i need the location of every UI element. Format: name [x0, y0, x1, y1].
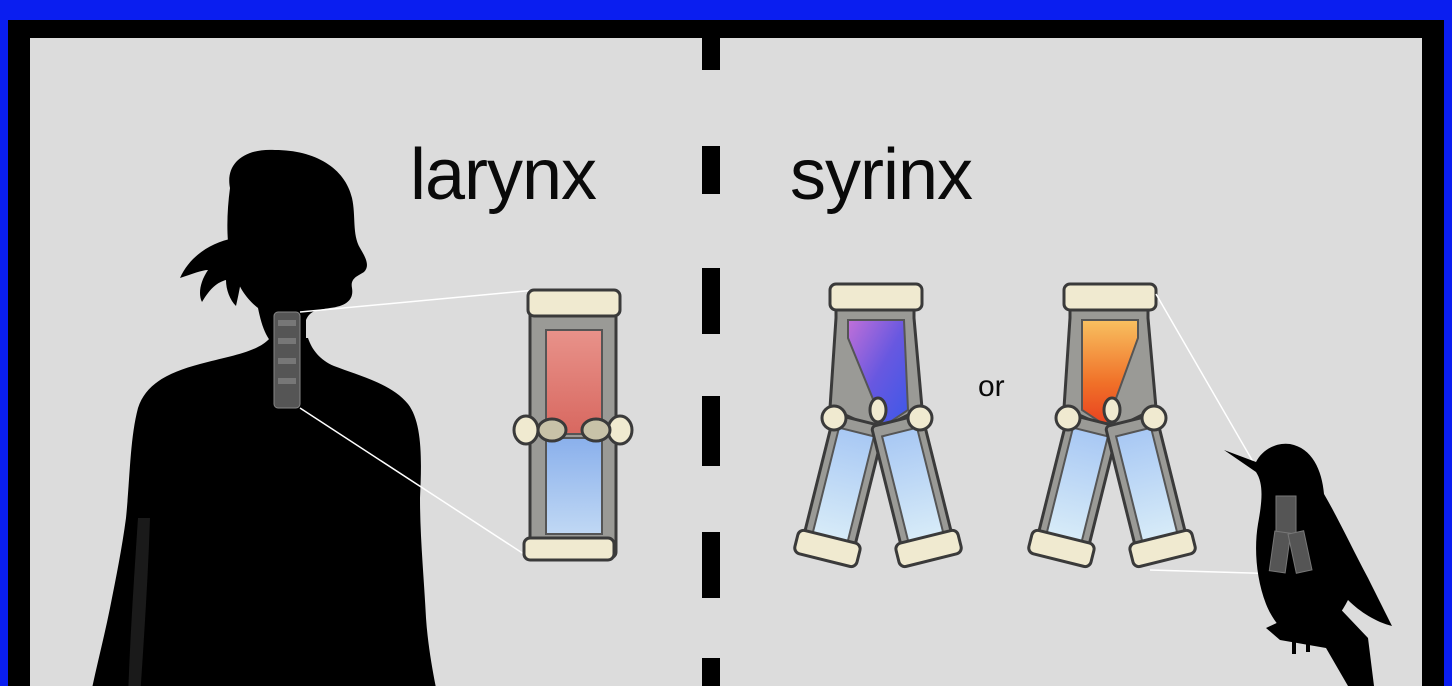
syrinx-illustration-orange-icon [1027, 284, 1196, 568]
larynx-illustration-icon [514, 290, 632, 560]
neck-larynx-marker [274, 312, 300, 408]
diagram-panel: larynx syrinx or [30, 38, 1422, 686]
diagram-graphics [30, 38, 1422, 686]
syrinx-label: syrinx [790, 134, 972, 216]
dashed-divider [702, 38, 720, 686]
syrinx-illustration-purple-icon [793, 284, 962, 568]
human-silhouette-icon [90, 150, 438, 686]
or-label: or [978, 370, 1005, 404]
larynx-label: larynx [410, 134, 596, 216]
